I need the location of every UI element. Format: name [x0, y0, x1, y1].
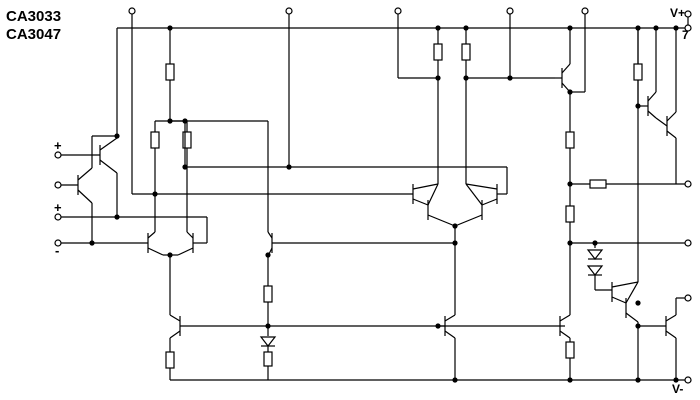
- part-name-2: CA3047: [6, 26, 62, 43]
- tail-current-source: [165, 314, 565, 380]
- output-driver: [555, 28, 686, 380]
- output-pair-lower: [611, 28, 686, 380]
- input-buffer-right: [61, 135, 148, 244]
- vplus-rail: [117, 17, 689, 29]
- input-sign-4: -: [55, 243, 60, 258]
- junction-dots: [89, 25, 679, 383]
- output-pair-upper: [633, 28, 677, 184]
- input-sign-1: +: [54, 138, 62, 153]
- diode-string: [570, 242, 686, 291]
- terminals: [54, 7, 692, 384]
- stage2-current-source: [438, 243, 456, 380]
- bias-follower: [259, 226, 456, 380]
- part-name-1: CA3033: [6, 8, 62, 25]
- pin-number-label: 7: [682, 28, 689, 42]
- vplus-label: V+: [670, 6, 686, 20]
- load-resistors-stage1: [150, 28, 269, 232]
- top-terminal-wires: [131, 14, 586, 195]
- darlington-stage: [184, 28, 555, 227]
- vminus-label: V-: [672, 382, 684, 396]
- diff-pair-stage1: [117, 216, 208, 315]
- input-buffer-left: [61, 28, 118, 218]
- input-sign-3: +: [54, 200, 62, 215]
